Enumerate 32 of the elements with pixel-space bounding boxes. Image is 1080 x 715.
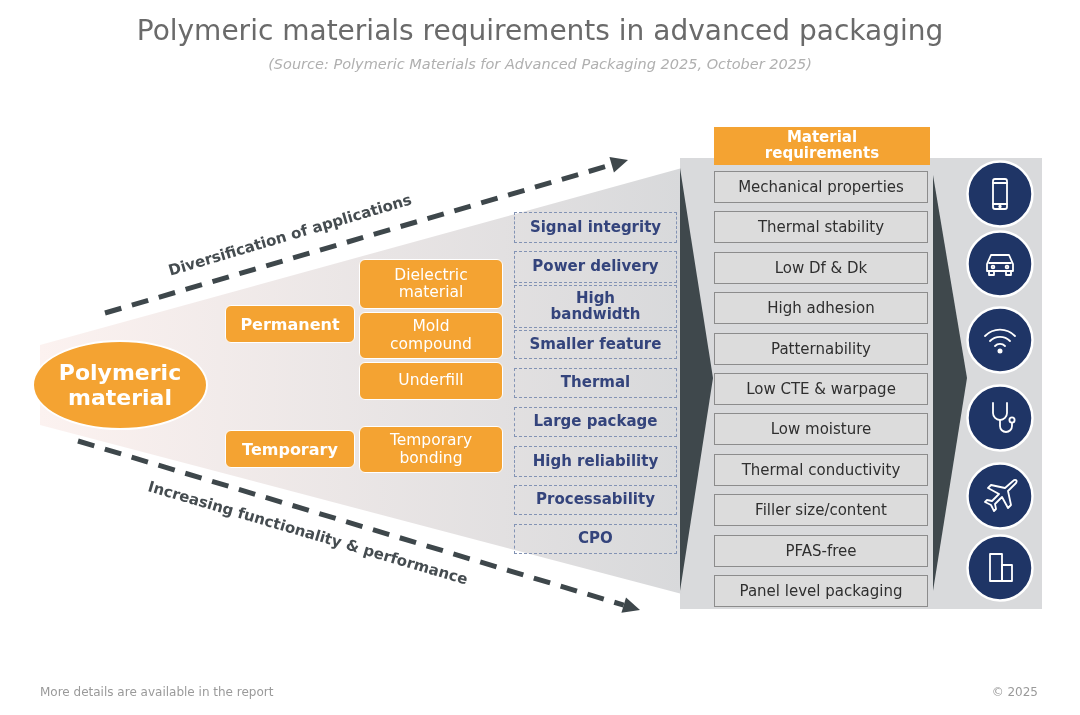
source-note: (Source: Polymeric Materials for Advanced Packaging 2025, October 2025) <box>267 56 813 72</box>
requirements-panel <box>680 127 1042 609</box>
requirement-box: Patternability <box>714 333 928 365</box>
diagram-title: Polymeric materials requirements in advanced packaging <box>135 14 945 47</box>
requirement-box: Low Df & Dk <box>714 252 928 284</box>
attribute-box: CPO <box>514 524 677 554</box>
copyright-note: © 2025 <box>991 685 1038 699</box>
category-box: Permanent <box>225 305 355 343</box>
footnote: More details are available in the report <box>40 685 274 699</box>
panel-heading: Material requirements <box>714 127 930 165</box>
material-type-box: Mold compound <box>359 312 503 359</box>
requirement-box: PFAS-free <box>714 535 928 567</box>
requirement-box: Low moisture <box>714 413 928 445</box>
requirement-box: Low CTE & warpage <box>714 373 928 405</box>
requirement-box: High adhesion <box>714 292 928 324</box>
attribute-box: Smaller feature <box>514 330 677 359</box>
requirement-box: Filler size/content <box>714 494 928 526</box>
attribute-box: Thermal <box>514 368 677 398</box>
material-type-box: Underfill <box>359 362 503 400</box>
attribute-box: High reliability <box>514 446 677 477</box>
requirement-box: Panel level packaging <box>714 575 928 607</box>
attribute-box: Power delivery <box>514 251 677 283</box>
requirement-box: Mechanical properties <box>714 171 928 203</box>
attribute-box: High bandwidth <box>514 285 677 328</box>
material-type-box: Temporary bonding <box>359 426 503 473</box>
category-box: Temporary <box>225 430 355 468</box>
attribute-box: Signal integrity <box>514 212 677 243</box>
attribute-box: Processability <box>514 485 677 515</box>
requirement-box: Thermal stability <box>714 211 928 243</box>
material-type-box: Dielectric material <box>359 259 503 309</box>
attribute-box: Large package <box>514 407 677 437</box>
requirement-box: Thermal conductivity <box>714 454 928 486</box>
